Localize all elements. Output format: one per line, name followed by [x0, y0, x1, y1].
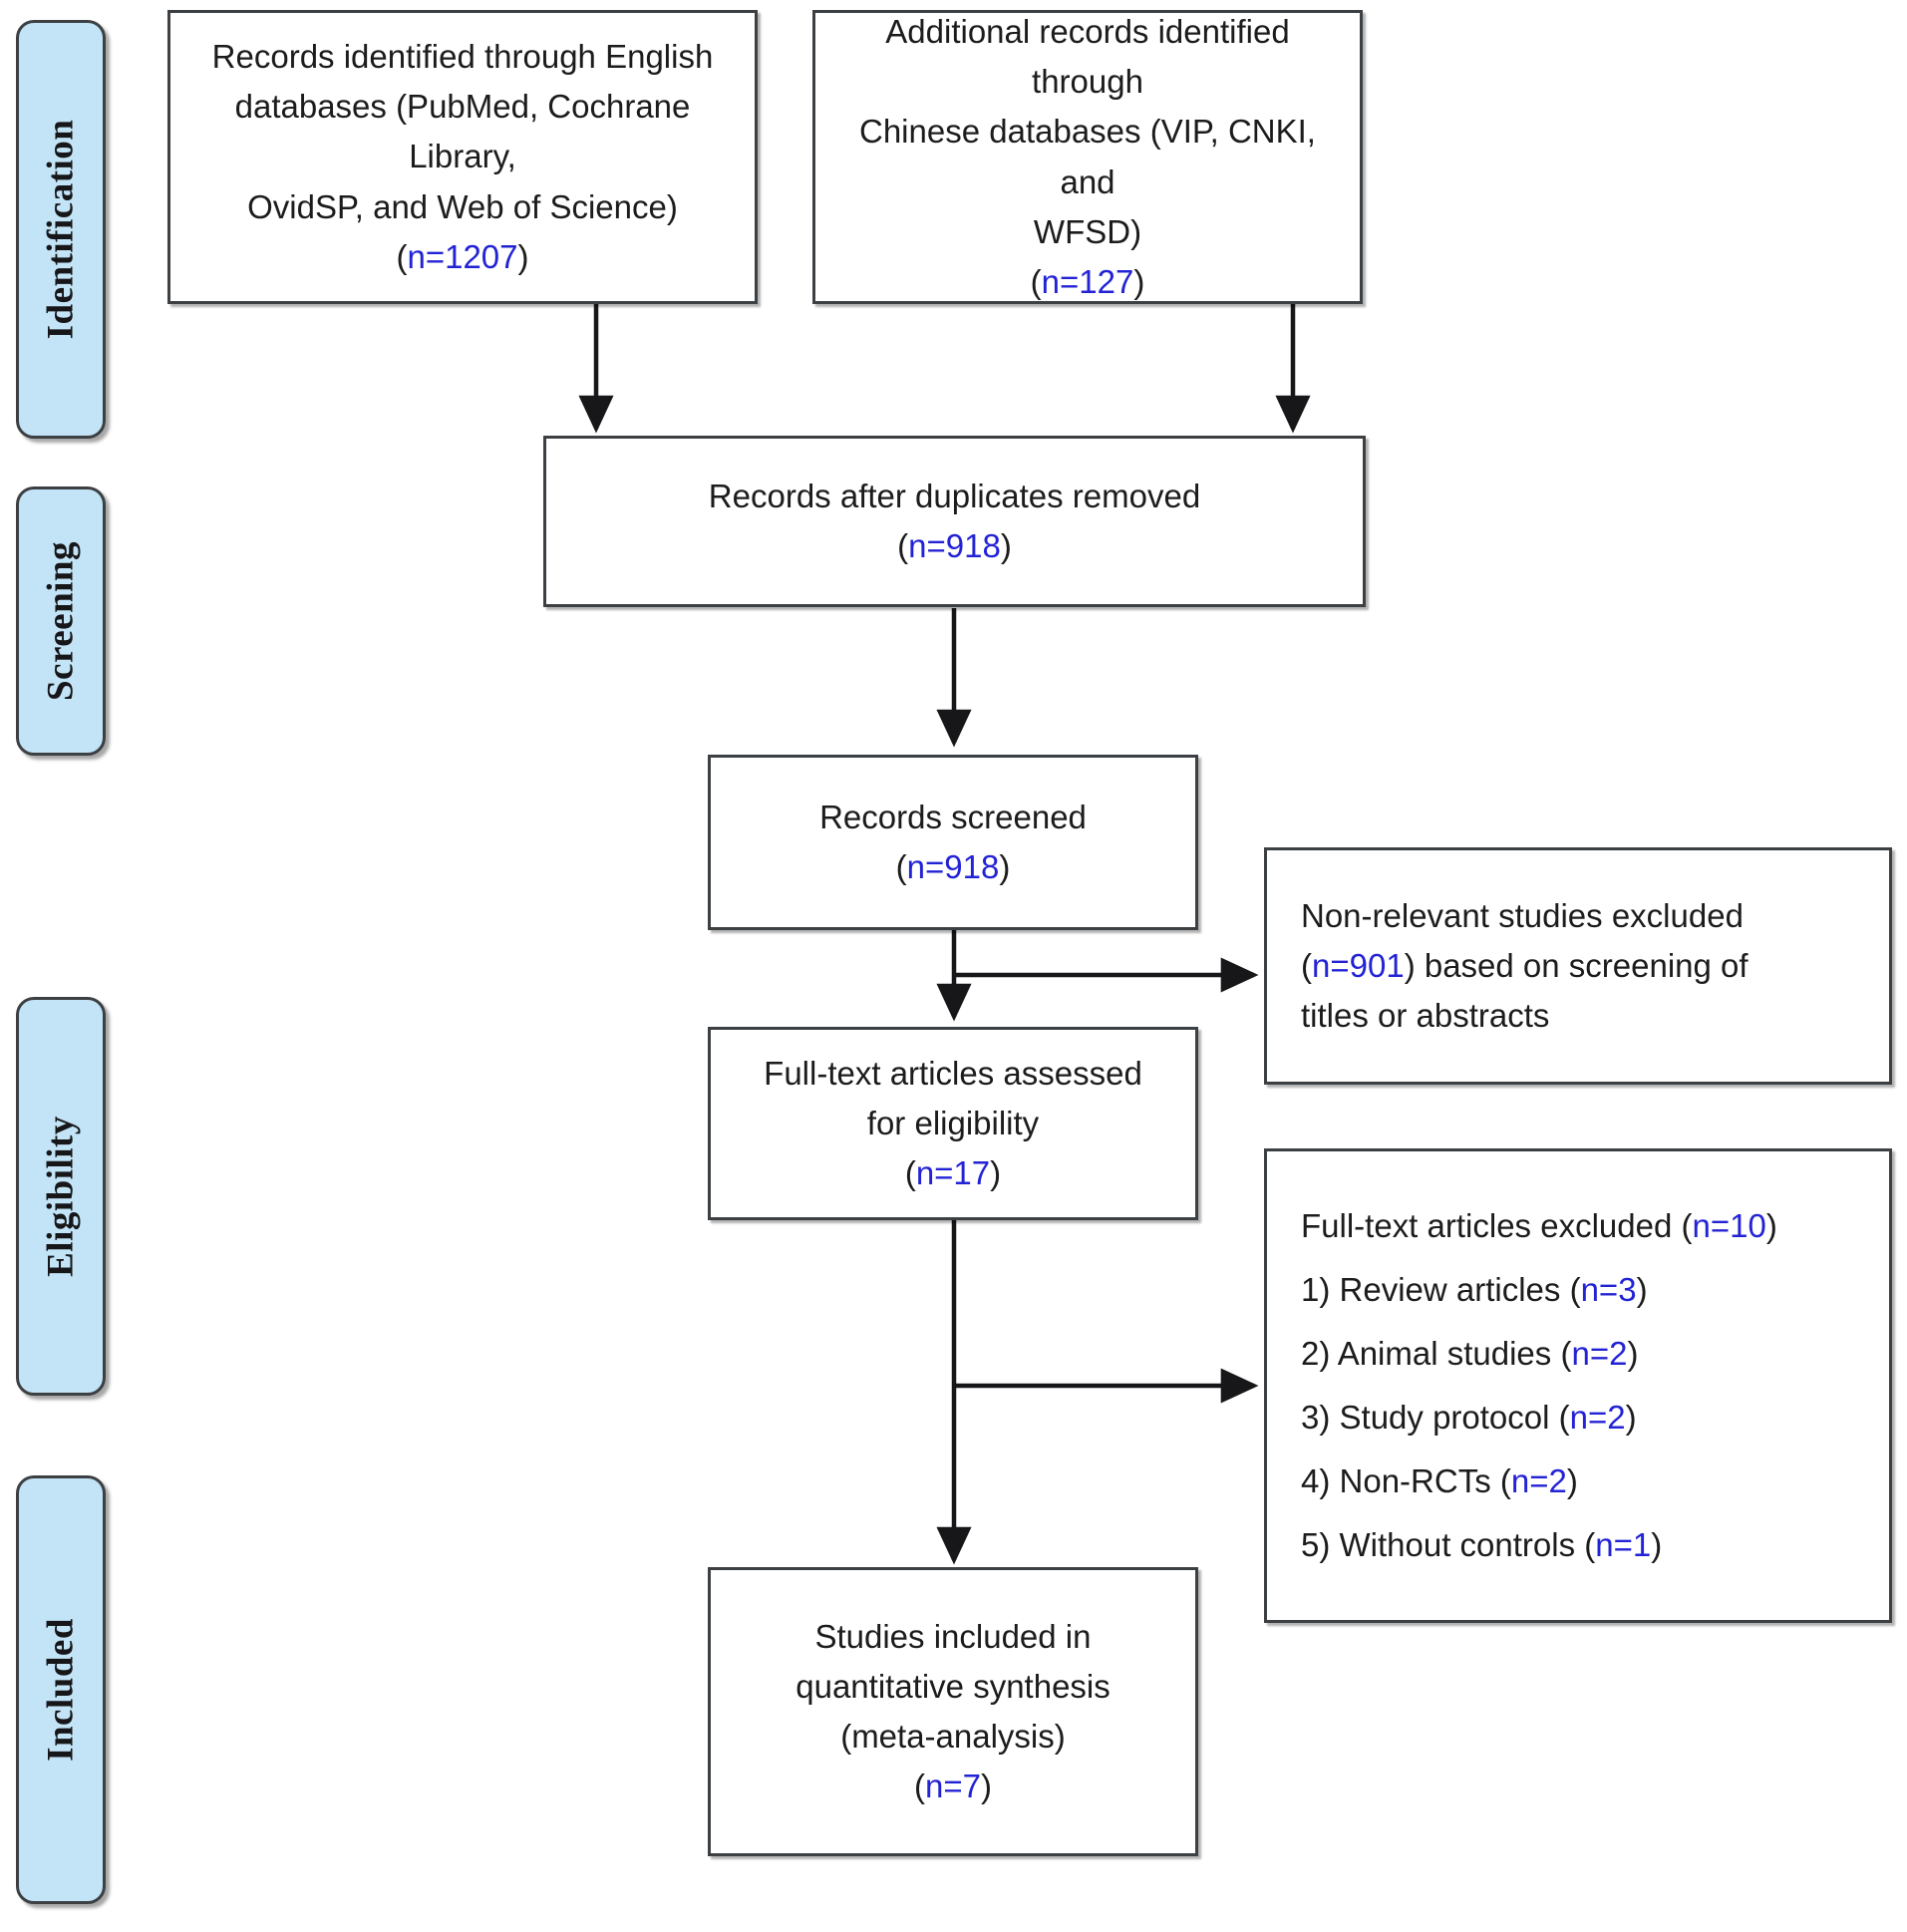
english-records-line1: Records identified through English — [211, 38, 714, 76]
stage-label-eligibility: Eligibility — [40, 1116, 82, 1277]
fulltext-excluded-header: Full-text articles excluded (n=10) — [1301, 1206, 1777, 1244]
non-relevant-n: n=901 — [1312, 946, 1405, 984]
box-fulltext-assessed: Full-text articles assessed for eligibil… — [708, 1027, 1198, 1220]
box-fulltext-excluded-text: Full-text articles excluded (n=10) 1) Re… — [1267, 1201, 1889, 1571]
box-studies-included: Studies included in quantitative synthes… — [708, 1567, 1198, 1856]
box-records-screened-text: Records screened (n=918) — [803, 793, 1103, 892]
fulltext-excluded-item-2-n: n=2 — [1571, 1334, 1628, 1372]
box-chinese-records-text: Additional records identified through Ch… — [815, 7, 1360, 307]
box-duplicates-removed-text: Records after duplicates removed (n=918) — [693, 472, 1216, 571]
chinese-records-n: n=127 — [1041, 262, 1134, 300]
records-screened-line1: Records screened — [819, 798, 1087, 835]
chinese-records-line3: WFSD) — [1033, 212, 1142, 250]
fulltext-excluded-item-3-n: n=2 — [1569, 1399, 1626, 1436]
box-fulltext-excluded: Full-text articles excluded (n=10) 1) Re… — [1264, 1148, 1892, 1623]
fulltext-excluded-item-1: 1) Review articles (n=3) — [1301, 1270, 1648, 1308]
studies-included-line2: quantitative synthesis — [795, 1667, 1111, 1705]
stage-label-included: Included — [40, 1618, 82, 1762]
studies-included-line3: (meta-analysis) — [840, 1718, 1066, 1755]
fulltext-assessed-line1: Full-text articles assessed — [764, 1054, 1142, 1092]
box-english-records: Records identified through English datab… — [167, 10, 758, 304]
box-chinese-records: Additional records identified through Ch… — [812, 10, 1363, 304]
english-records-count: (n=1207) — [396, 237, 529, 275]
box-studies-included-text: Studies included in quantitative synthes… — [780, 1612, 1126, 1812]
studies-included-n: n=7 — [925, 1768, 981, 1805]
fulltext-excluded-item-1-n: n=3 — [1580, 1270, 1637, 1308]
fulltext-excluded-header-n: n=10 — [1692, 1206, 1766, 1244]
non-relevant-seg3: titles or abstracts — [1301, 997, 1550, 1035]
fulltext-assessed-count: (n=17) — [904, 1154, 1002, 1192]
english-records-n: n=1207 — [407, 237, 518, 275]
fulltext-excluded-item-5: 5) Without controls (n=1) — [1301, 1526, 1663, 1564]
fulltext-assessed-n: n=17 — [915, 1154, 991, 1192]
fulltext-assessed-line2: for eligibility — [866, 1104, 1040, 1141]
box-fulltext-assessed-text: Full-text articles assessed for eligibil… — [748, 1049, 1158, 1198]
non-relevant-seg1: Non-relevant studies excluded — [1301, 896, 1744, 934]
records-screened-count: (n=918) — [895, 848, 1011, 885]
box-non-relevant-excluded: Non-relevant studies excluded (n=901) ba… — [1264, 847, 1892, 1085]
box-non-relevant-excluded-text: Non-relevant studies excluded (n=901) ba… — [1267, 891, 1889, 1041]
box-english-records-text: Records identified through English datab… — [170, 32, 755, 282]
fulltext-excluded-item-5-n: n=1 — [1595, 1526, 1652, 1564]
studies-included-line1: Studies included in — [814, 1617, 1092, 1655]
stage-tab-included: Included — [16, 1475, 106, 1904]
fulltext-excluded-item-4-n: n=2 — [1510, 1462, 1567, 1500]
english-records-line2: databases (PubMed, Cochrane Library, — [234, 88, 691, 175]
fulltext-excluded-item-4: 4) Non-RCTs (n=2) — [1301, 1462, 1578, 1500]
box-records-screened: Records screened (n=918) — [708, 755, 1198, 930]
duplicates-removed-count: (n=918) — [897, 527, 1012, 564]
duplicates-removed-n: n=918 — [908, 527, 1001, 564]
chinese-records-line1: Additional records identified through — [885, 13, 1290, 101]
records-screened-n: n=918 — [906, 848, 1000, 885]
stage-tab-eligibility: Eligibility — [16, 997, 106, 1396]
non-relevant-seg2: (n=901) based on screening of — [1301, 946, 1748, 984]
studies-included-count: (n=7) — [914, 1768, 992, 1805]
chinese-records-count: (n=127) — [1030, 262, 1145, 300]
stage-label-screening: Screening — [40, 540, 82, 702]
fulltext-excluded-item-2: 2) Animal studies (n=2) — [1301, 1334, 1639, 1372]
english-records-line3: OvidSP, and Web of Science) — [247, 187, 678, 225]
duplicates-removed-line1: Records after duplicates removed — [708, 477, 1201, 514]
fulltext-excluded-item-3: 3) Study protocol (n=2) — [1301, 1399, 1637, 1436]
stage-tab-screening: Screening — [16, 486, 106, 756]
chinese-records-line2: Chinese databases (VIP, CNKI, and — [859, 113, 1316, 200]
stage-tab-identification: Identification — [16, 20, 106, 439]
box-duplicates-removed: Records after duplicates removed (n=918) — [543, 436, 1366, 607]
stage-label-identification: Identification — [40, 119, 82, 340]
